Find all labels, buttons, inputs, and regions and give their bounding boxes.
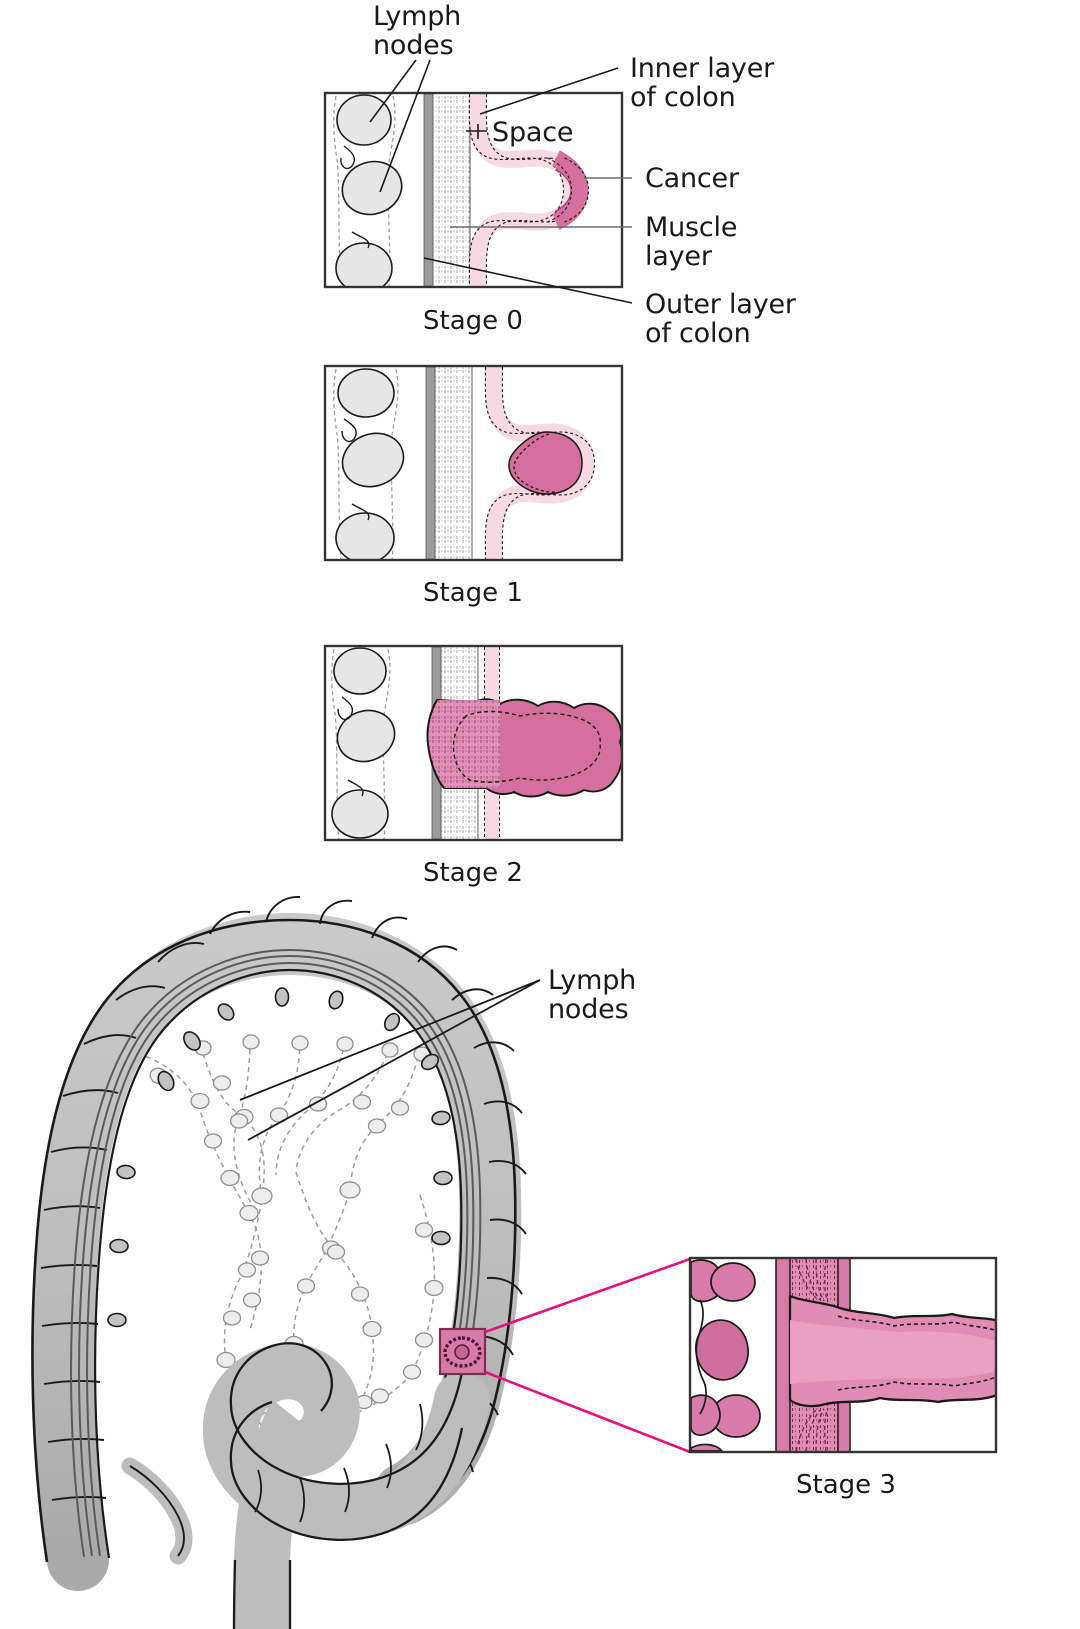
stage0-contents <box>326 94 621 286</box>
colon-lymph-leader-lines <box>239 979 541 1141</box>
label-muscle-layer-line2: layer <box>645 241 713 272</box>
stage0-panel-border <box>323 91 624 289</box>
cancerous-lymph-nodes-stage3 <box>691 1259 761 1451</box>
panel-stage-2 <box>323 644 624 842</box>
colon-illustration: Lymph nodes <box>31 896 636 1629</box>
tumor-site-highlight <box>438 1327 487 1376</box>
colon-label-lymph-nodes-line1: Lymph <box>548 965 636 996</box>
lymph-nodes-group-stage2 <box>331 647 396 839</box>
label-lymph-nodes-line1: Lymph <box>373 1 461 32</box>
caption-stage-0: Stage 0 <box>423 306 523 336</box>
striation-fan-stage3 <box>795 1259 829 1451</box>
muscle-layer-band-stage1 <box>435 367 472 559</box>
cancer-region-stage1 <box>508 431 583 495</box>
stage2-contents <box>326 647 621 839</box>
label-inner-layer-line2: of colon <box>630 82 736 113</box>
cancer-region-stage2 <box>426 698 621 798</box>
stage0-leader-lines <box>369 59 633 304</box>
stage3-panel-border <box>688 1256 998 1454</box>
stage1-panel-border <box>323 364 624 562</box>
cancer-region-stage0 <box>551 150 589 230</box>
outer-layer-band-stage1 <box>426 367 435 559</box>
outer-layer-band-stage0 <box>424 94 433 286</box>
label-cancer: Cancer <box>645 163 740 194</box>
cancer-mass-stage3 <box>788 1294 995 1408</box>
stage2-panel-border <box>323 644 624 842</box>
magnification-callout-lines <box>484 1257 691 1454</box>
caption-stage-3: Stage 3 <box>796 1470 896 1500</box>
label-outer-layer-line2: of colon <box>645 318 751 349</box>
muscle-layer-band-stage0 <box>433 94 470 286</box>
sigmoid-colon-and-rectum <box>121 1342 490 1629</box>
panel-stage-0 <box>323 91 624 289</box>
inner-layer-stage2 <box>484 647 500 839</box>
label-inner-layer-line1: Inner layer <box>630 53 775 84</box>
lymph-nodes-group-stage1 <box>333 368 405 559</box>
outer-layer-band-stage3 <box>776 1259 790 1451</box>
label-outer-layer-line1: Outer layer <box>645 289 797 320</box>
stage1-contents <box>326 367 621 559</box>
stage3-contents <box>691 1259 995 1451</box>
colon-label-lymph-nodes-line2: nodes <box>548 994 628 1025</box>
lymph-nodes-group-stage0 <box>333 94 403 286</box>
haustra-dividers <box>40 896 527 1501</box>
label-muscle-layer-line1: Muscle <box>645 212 737 243</box>
panel-stage-1 <box>323 364 624 562</box>
label-space: Space <box>492 117 573 148</box>
panel-stage-3 <box>688 1256 998 1454</box>
label-lymph-nodes-line2: nodes <box>373 30 453 61</box>
caption-stage-1: Stage 1 <box>423 578 523 608</box>
caption-stage-2: Stage 2 <box>423 858 523 888</box>
inner-layer-stage1 <box>484 367 596 559</box>
